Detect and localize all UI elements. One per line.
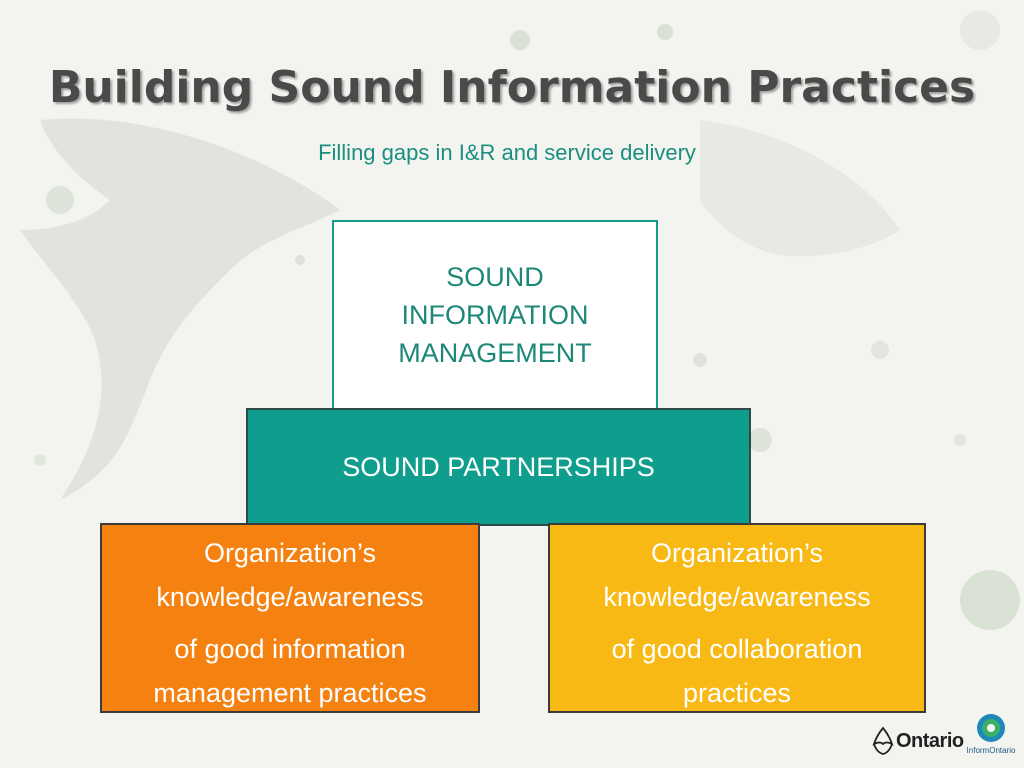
collaboration-knowledge-box: Organization’s knowledge/awareness of go… xyxy=(548,523,926,713)
right-box-line-1: Organization’s xyxy=(650,538,824,568)
left-box-line-3: of good information xyxy=(174,634,406,664)
slide-subtitle: Filling gaps in I&R and service delivery xyxy=(318,140,696,165)
right-box-line-4: practices xyxy=(682,678,792,708)
ontario-logo: Ontario xyxy=(870,722,964,758)
top-box-line-3: MANAGEMENT xyxy=(398,338,592,368)
slide-title: Building Sound Information Practices xyxy=(48,62,976,113)
left-box-line-1: Organization’s xyxy=(203,538,377,568)
left-box-line-2: knowledge/awareness xyxy=(156,582,424,612)
bird-silhouette xyxy=(20,118,340,500)
middle-box-label: SOUND PARTNERSHIPS xyxy=(342,451,655,482)
ontario-logo-text: Ontario xyxy=(896,730,964,752)
inform-ontario-emblem-icon xyxy=(977,714,1005,742)
left-box-line-4: management practices xyxy=(153,678,427,708)
sound-information-management-box: SOUND INFORMATION MANAGEMENT xyxy=(332,220,658,410)
top-box-line-2: INFORMATION xyxy=(401,300,589,330)
top-box-line-1: SOUND xyxy=(446,262,544,292)
right-box-line-2: knowledge/awareness xyxy=(603,582,871,612)
sound-partnerships-box: SOUND PARTNERSHIPS xyxy=(246,408,751,526)
inform-ontario-logo-text: InformOntario xyxy=(966,746,1016,755)
inform-ontario-logo: InformOntario xyxy=(963,712,1019,764)
information-management-knowledge-box: Organization’s knowledge/awareness of go… xyxy=(100,523,480,713)
right-box-line-3: of good collaboration xyxy=(611,634,863,664)
trillium-icon xyxy=(872,726,894,755)
